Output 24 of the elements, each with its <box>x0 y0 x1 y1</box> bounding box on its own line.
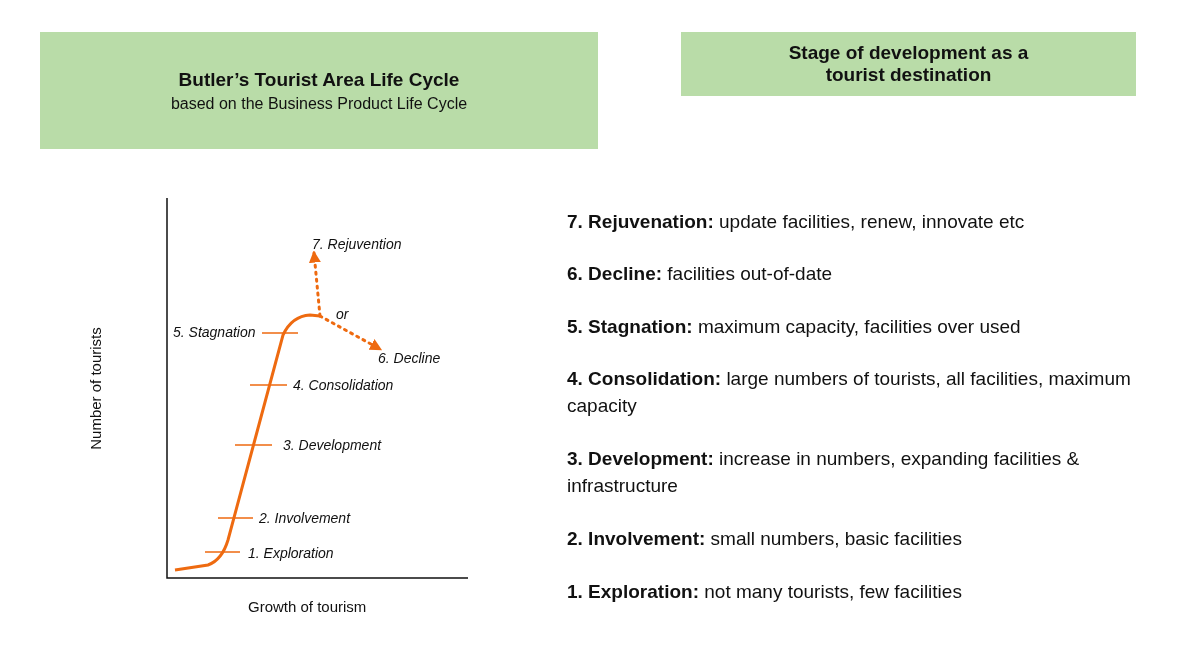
heading: Butler’s Tourist Area Life Cycle <box>178 68 460 91</box>
stage-description: 7. Rejuvenation: update facilities, renew, innovate etc <box>567 210 1026 234</box>
stage-label: 6. Decline <box>378 350 441 366</box>
dotted-arrow <box>318 314 383 351</box>
annotation: or <box>336 306 349 322</box>
stage-label: 1. Exploration <box>248 545 334 561</box>
stage-description: 1. Exploration: not many tourists, few facilities <box>567 580 963 604</box>
heading-panel <box>40 32 598 149</box>
heading-panel <box>681 32 1136 96</box>
stage-label: 5. Stagnation <box>173 324 256 340</box>
axis-title: Number of tourists <box>86 326 104 452</box>
stage-label: 2. Involvement <box>259 510 351 526</box>
heading: Stage of development as a tourist destination <box>787 42 1030 86</box>
stage-label: 4. Consolidation <box>293 377 394 393</box>
stage-description: 4. Consolidation: large numbers of tourists, all facilities, maximum capacity <box>567 367 1132 418</box>
stage-description: 5. Stagnation: maximum capacity, facilities over used <box>567 315 1022 339</box>
stage-description: 3. Development: increase in numbers, expanding facilities & infrastructure <box>567 447 1081 498</box>
dotted-arrow <box>308 250 322 318</box>
stage-description: 2. Involvement: small numbers, basic facilities <box>567 527 963 551</box>
axis-title: Growth of tourism <box>248 598 367 615</box>
stage-label: 3. Development <box>283 437 382 453</box>
stage-label: 7. Rejuvention <box>312 236 402 252</box>
subheading: based on the Business Product Life Cycle <box>170 94 468 113</box>
stage-description: 6. Decline: facilities out-of-date <box>567 262 834 286</box>
